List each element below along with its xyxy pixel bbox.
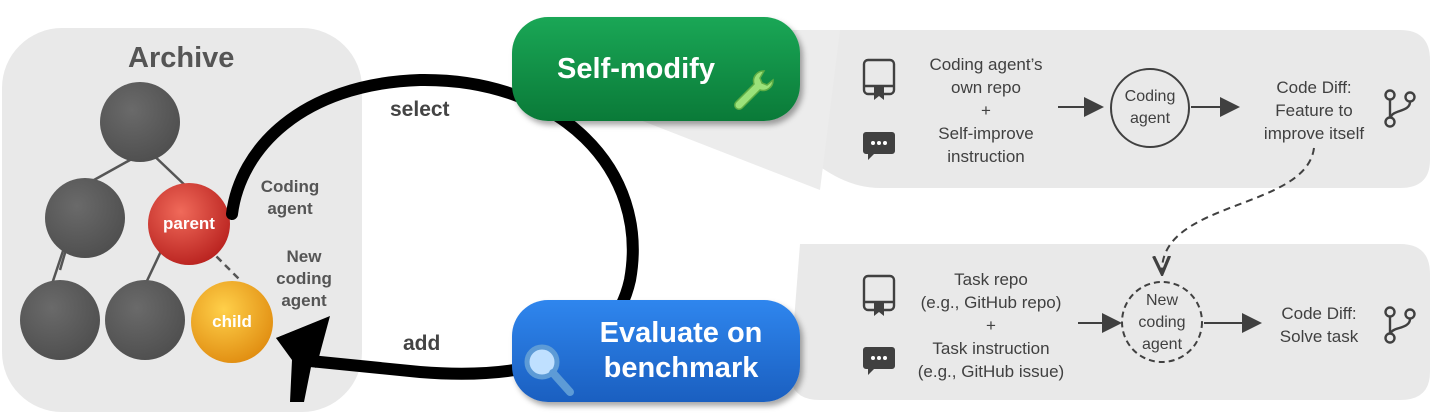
tree-node-leaf-2 [105, 280, 185, 360]
evaluate-label-line-1: Evaluate on [600, 316, 763, 351]
new-coding-agent-label: New coding agent [264, 246, 344, 312]
magnifier-icon [520, 340, 576, 398]
wrench-icon [728, 65, 778, 115]
evaluate-button[interactable]: Evaluate on benchmark [512, 300, 800, 402]
solve-task-code-diff-text: Code Diff: Solve task [1264, 302, 1374, 348]
select-label: select [390, 98, 450, 122]
feature-code-diff-text: Code Diff: Feature to improve itself [1248, 76, 1380, 145]
add-label: add [403, 332, 440, 356]
evaluate-label-line-2: benchmark [600, 351, 763, 386]
self-modify-button[interactable]: Self-modify [512, 17, 800, 121]
parent-node-label: parent [150, 214, 228, 234]
coding-agent-circle-label: Coding agent [1111, 86, 1189, 130]
tree-node-leaf-1 [20, 280, 100, 360]
new-coding-agent-circle-label: New coding agent [1122, 290, 1202, 356]
task-repo-text: Task repo (e.g., GitHub repo) + Task ins… [896, 268, 1086, 383]
archive-title: Archive [128, 42, 234, 75]
coding-agent-repo-text: Coding agent’s own repo + Self-improve i… [896, 53, 1076, 168]
tree-node-left [45, 178, 125, 258]
self-modify-label: Self-modify [557, 53, 715, 86]
tree-node-root [100, 82, 180, 162]
coding-agent-label: Coding agent [250, 176, 330, 220]
child-node-label: child [193, 312, 271, 332]
